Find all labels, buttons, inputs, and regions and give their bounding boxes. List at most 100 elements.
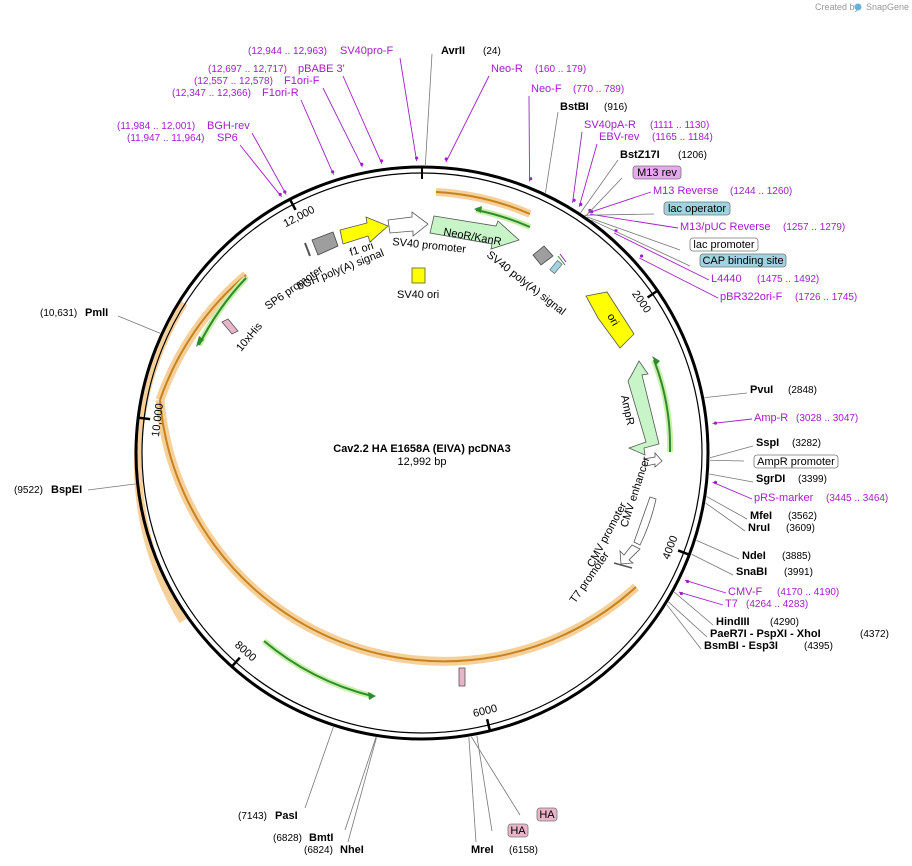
- orf-arrowhead-4: [474, 206, 482, 213]
- feature-box: [507, 823, 529, 838]
- site-name: PasI: [275, 810, 298, 822]
- orf-arrowhead-1: [196, 336, 204, 347]
- primer-leader: [712, 418, 753, 424]
- primer-range: (1111 .. 1130): [650, 120, 709, 131]
- site-position: (3885): [782, 551, 811, 562]
- site-name: PaeR7I - PspXI - XhoI: [710, 628, 821, 640]
- site-position: (10,631): [40, 308, 77, 319]
- primer-range: (12,697 .. 12,717): [208, 64, 287, 75]
- primer-leader: [589, 213, 679, 229]
- site-name: AvrII: [441, 45, 465, 57]
- primer-mark: [444, 157, 448, 161]
- ori-label: ori: [604, 312, 621, 329]
- ruler-tick: [137, 416, 151, 421]
- feature-leader: [709, 459, 745, 462]
- primer-name: Amp-R: [754, 412, 788, 424]
- site-position: (3282): [792, 438, 821, 449]
- neo-cds: [435, 191, 531, 215]
- sp6-promoter-label: SP6 promoter: [263, 264, 326, 313]
- primer-mark: [278, 192, 282, 196]
- primer-mark: [679, 591, 684, 596]
- site-position: (1206): [678, 150, 707, 161]
- primer-leader: [445, 75, 490, 163]
- feature-ori: ori: [585, 291, 635, 349]
- ruler-tick: [288, 197, 297, 211]
- ruler-label: 2000: [629, 288, 653, 315]
- annotation-leaders: [87, 53, 754, 843]
- feature-ha-marks: [458, 667, 466, 687]
- site-position: (4372): [860, 629, 889, 640]
- primer-name: M13/pUC Reverse: [680, 221, 770, 233]
- primer-name: Neo-F: [531, 83, 562, 95]
- primer-leader: [528, 95, 531, 182]
- ruler-tick: [485, 718, 492, 733]
- primer-range: (1726 .. 1745): [795, 292, 857, 303]
- primer-leader: [322, 87, 363, 168]
- primer-mark: [331, 170, 335, 174]
- primer-leader: [572, 131, 583, 203]
- site-leader: [545, 111, 559, 193]
- site-name: MreI: [471, 844, 494, 856]
- primer-range: (11,947 .. 11,964): [127, 133, 204, 144]
- primer-name: EBV-rev: [599, 131, 640, 143]
- primer-leader: [342, 75, 383, 164]
- feature-box-label: lac promoter: [693, 239, 754, 251]
- primer-name: SV40pro-F: [340, 45, 393, 57]
- primer-range: (1244 .. 1260): [730, 186, 792, 197]
- primer-mark: [283, 190, 287, 194]
- site-leader: [304, 726, 334, 809]
- site-name: BmtI: [309, 832, 333, 844]
- feature-box-label: AmpR promoter: [757, 456, 835, 468]
- primer-leader: [399, 57, 418, 162]
- primer-name: pBABE 3': [298, 63, 345, 75]
- feature-small-marks: [549, 253, 567, 274]
- feature-sp6-promoter: SP6 promoter: [263, 242, 326, 313]
- primer-mark: [379, 159, 384, 163]
- sv40-ori-label: SV40 ori: [397, 289, 439, 301]
- primer-name: SV40pA-R: [584, 119, 636, 131]
- primer-name: BGH-rev: [207, 120, 250, 132]
- site-leader: [691, 553, 734, 576]
- primer-leader: [300, 99, 335, 175]
- feature-box-label: HA: [510, 825, 526, 837]
- primer-range: (12,944 .. 12,963): [248, 46, 327, 57]
- snapgene-brand: SnapGene: [866, 2, 909, 12]
- feature-leader: [591, 219, 691, 267]
- primer-range: (160 .. 179): [535, 64, 586, 75]
- primer-range: (1257 .. 1279): [783, 222, 845, 233]
- site-name: PmlI: [85, 307, 108, 319]
- site-position: (3609): [786, 523, 815, 534]
- site-position: (4290): [770, 617, 799, 628]
- cds-band: [159, 399, 637, 663]
- ruler-tick: [230, 656, 241, 669]
- primer-mark: [572, 198, 576, 202]
- primer-mark: [529, 177, 533, 181]
- feature-box: [699, 253, 787, 268]
- primer-leader: [613, 232, 710, 281]
- created-by-text: Created by: [815, 2, 860, 12]
- site-leader: [709, 473, 754, 483]
- feature-box-label: M13 rev: [637, 167, 677, 179]
- primer-range: (12,557 .. 12,578): [194, 76, 273, 87]
- primer-leader: [712, 481, 753, 500]
- snapgene-logo-icon: [854, 3, 862, 11]
- site-leader: [696, 539, 740, 560]
- feature-sv40-ori: SV40 ori: [397, 267, 439, 301]
- site-name: NdeI: [742, 550, 766, 562]
- site-position: (4395): [804, 641, 833, 652]
- primer-leader: [684, 579, 727, 594]
- primer-range: (4170 .. 4190): [777, 587, 839, 598]
- feature-leader: [586, 216, 681, 251]
- primer-name: pBR322ori-F: [720, 291, 783, 303]
- feature-leader: [476, 735, 493, 832]
- feature-box-label: CAP binding site: [702, 255, 783, 267]
- site-position: (6158): [509, 845, 538, 856]
- plasmid-name: Cav2.2 HA E1658A (EIVA) pcDNA3: [333, 443, 511, 455]
- site-leader: [580, 159, 619, 213]
- sv40-polya-label: SV40 poly(A) signal: [484, 249, 568, 318]
- feature-box: [536, 807, 558, 822]
- site-position: (3399): [798, 474, 827, 485]
- primer-range: (4264 .. 4283): [746, 599, 808, 610]
- orf-2: [263, 640, 373, 697]
